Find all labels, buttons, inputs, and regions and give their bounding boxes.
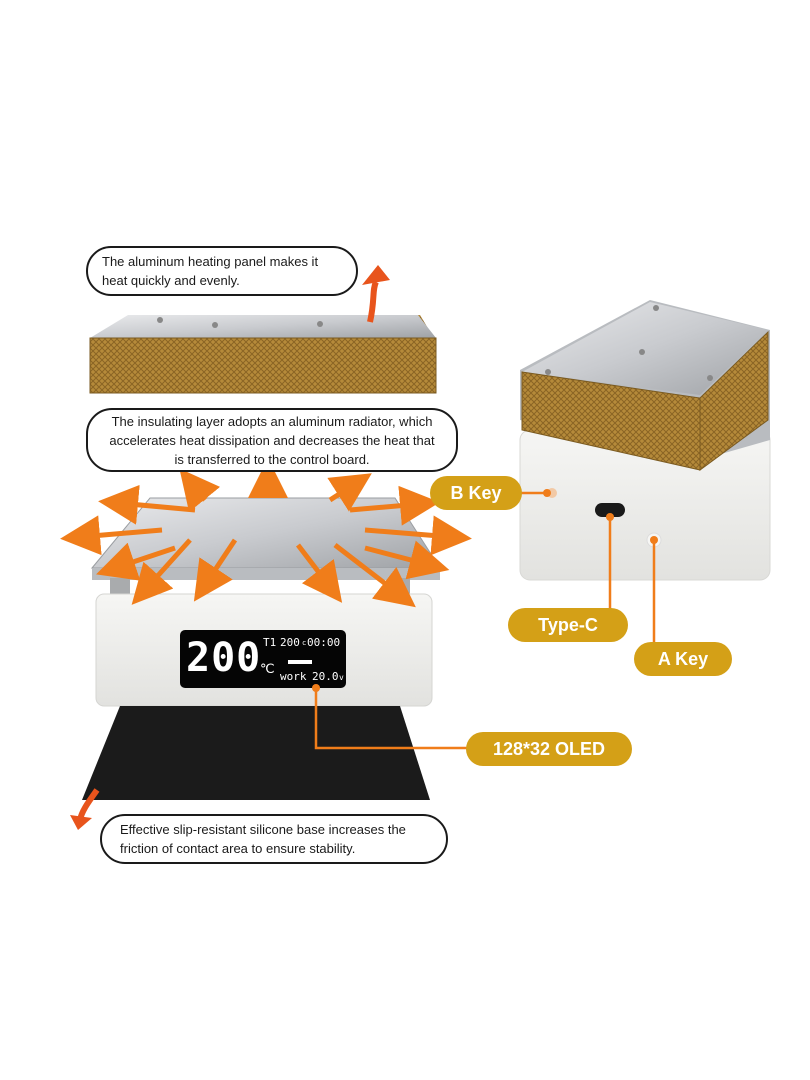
callout-aluminum-panel-text: The aluminum heating panel makes it heat… (102, 254, 319, 288)
oled-mode: work (280, 670, 307, 683)
oled-set-unit: c (302, 639, 307, 647)
heating-panel-exploded (89, 315, 437, 394)
oled-set-temp: 200 (280, 636, 300, 649)
callout-silicone-base-text: Effective slip-resistant silicone base i… (120, 822, 406, 856)
side-view-product (519, 300, 771, 581)
oled-timer: 00:00 (307, 636, 341, 649)
lift-arrow-icon (367, 280, 379, 323)
label-type-c: Type-C (508, 608, 628, 642)
oled-profile: T1 (263, 636, 277, 649)
callout-insulating-layer-text: The insulating layer adopts an aluminum … (109, 413, 435, 467)
label-a-key: A Key (634, 642, 732, 676)
callout-aluminum-panel: The aluminum heating panel makes it heat… (86, 246, 358, 296)
callout-insulating-layer: The insulating layer adopts an aluminum … (86, 408, 458, 472)
oled-screen (180, 630, 346, 688)
callout-silicone-base: Effective slip-resistant silicone base i… (100, 814, 448, 864)
oled-big-temperature: 200 (186, 635, 262, 681)
silicone-base (82, 706, 430, 800)
oled-progress-bar (288, 660, 312, 664)
oled-voltage: 20.0 (312, 670, 339, 683)
label-oled: 128*32 OLED (466, 732, 632, 766)
heat-dissipation-arrows (60, 458, 472, 608)
oled-voltage-unit: v (339, 673, 344, 682)
label-b-key: B Key (430, 476, 522, 510)
type-c-port (595, 503, 625, 517)
oled-degree-unit: ℃ (260, 662, 275, 677)
